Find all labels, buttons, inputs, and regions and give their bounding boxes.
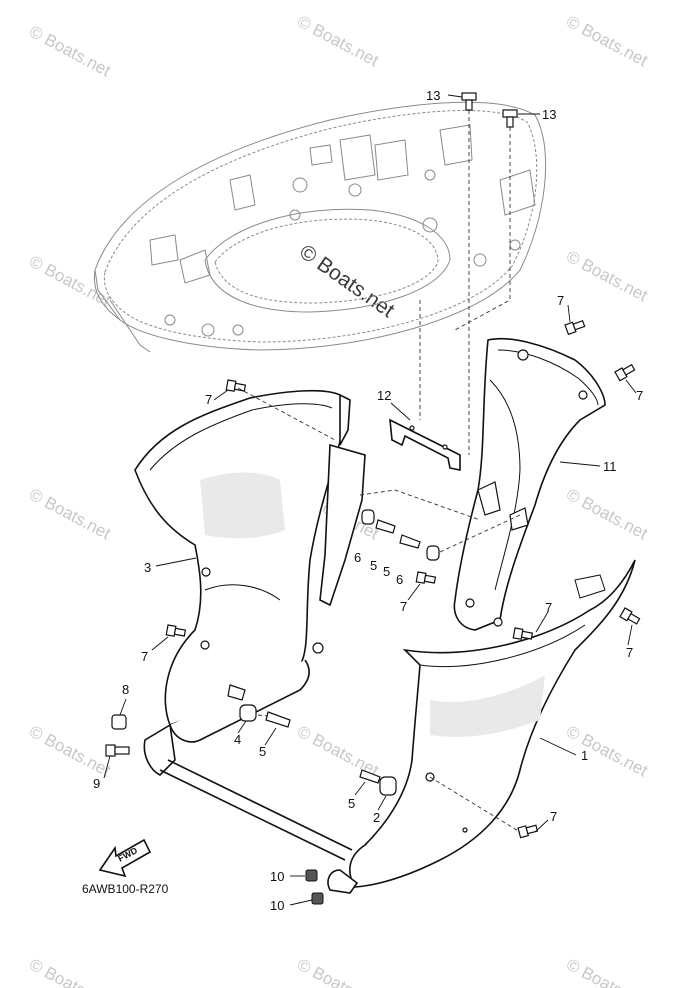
bolt-13-right (502, 109, 518, 128)
collar-8 (111, 714, 127, 730)
fwd-arrow-icon: FWD (98, 838, 152, 878)
callout-6: 6 (354, 550, 361, 565)
pin-5 (359, 769, 381, 784)
bolt-7 (517, 824, 539, 839)
pin-5 (399, 534, 421, 549)
callout-7: 7 (626, 645, 633, 660)
watermark: © Boats.net (26, 722, 114, 781)
grommet-6 (426, 545, 440, 561)
callout-7: 7 (550, 809, 557, 824)
frame-lines (159, 759, 353, 861)
callout-5: 5 (348, 796, 355, 811)
callout-3: 3 (144, 560, 151, 575)
watermark: © Boats.net (563, 722, 651, 781)
callout-7: 7 (400, 599, 407, 614)
bolt-7 (415, 571, 437, 584)
bolt-7 (614, 363, 636, 382)
watermark-center: © Boats.net (295, 240, 398, 322)
callout-8: 8 (122, 682, 129, 697)
callout-4: 4 (234, 732, 241, 747)
callout-1: 1 (581, 748, 588, 763)
callout-7: 7 (545, 600, 552, 615)
leader-lines (103, 94, 637, 906)
bolt-7 (564, 319, 586, 336)
watermark: © Boats.net (26, 252, 114, 311)
watermark: © Boats.net (563, 955, 651, 988)
nut-10 (305, 869, 318, 882)
callout-7: 7 (205, 392, 212, 407)
callout-13: 13 (542, 107, 556, 122)
pin-5 (375, 519, 396, 534)
watermark: © Boats.net (26, 22, 114, 81)
callout-7: 7 (557, 293, 564, 308)
callout-2: 2 (373, 810, 380, 825)
callout-13: 13 (426, 88, 440, 103)
hardware (105, 92, 641, 905)
watermark: © Boats.net (26, 955, 114, 988)
callouts: 13 13 7 7 7 12 11 3 6 5 5 6 7 7 7 7 8 4 … (93, 88, 643, 913)
bolt-7 (512, 627, 534, 640)
grommet-2 (379, 776, 397, 796)
nut-10 (311, 892, 324, 905)
watermark: © Boats.net (294, 12, 382, 71)
watermark: © Boats.net (563, 247, 651, 306)
watermark: © Boats.net (294, 722, 382, 781)
callout-5: 5 (259, 744, 266, 759)
callout-10: 10 (270, 898, 284, 913)
part-apron-1 (327, 559, 636, 894)
callout-5: 5 (383, 564, 390, 579)
part-side-cover-11 (453, 337, 606, 631)
callout-7: 7 (141, 649, 148, 664)
diagram-code: 6AWB100-R270 (82, 882, 169, 896)
callout-5: 5 (370, 558, 377, 573)
callout-6: 6 (396, 572, 403, 587)
pin-5 (265, 711, 291, 728)
part-bracket-12 (389, 418, 461, 471)
bolt-7 (225, 379, 247, 392)
bottom-cowling-ghost (93, 101, 547, 353)
callout-10: 10 (270, 869, 284, 884)
watermark: © Boats.net (563, 485, 651, 544)
bolt-7 (619, 607, 641, 625)
bolt-7 (165, 624, 187, 637)
bolt-13-left (461, 92, 477, 111)
grommet-6 (361, 509, 375, 525)
callout-9: 9 (93, 776, 100, 791)
callout-11: 11 (603, 459, 617, 474)
watermark: © Boats.net (294, 955, 382, 988)
grommet-4 (239, 704, 257, 722)
bolt-9 (105, 744, 130, 757)
watermark: © Boats.net (26, 485, 114, 544)
callout-12: 12 (377, 388, 391, 403)
watermark: © Boats.net (563, 12, 651, 71)
callout-7: 7 (636, 388, 643, 403)
